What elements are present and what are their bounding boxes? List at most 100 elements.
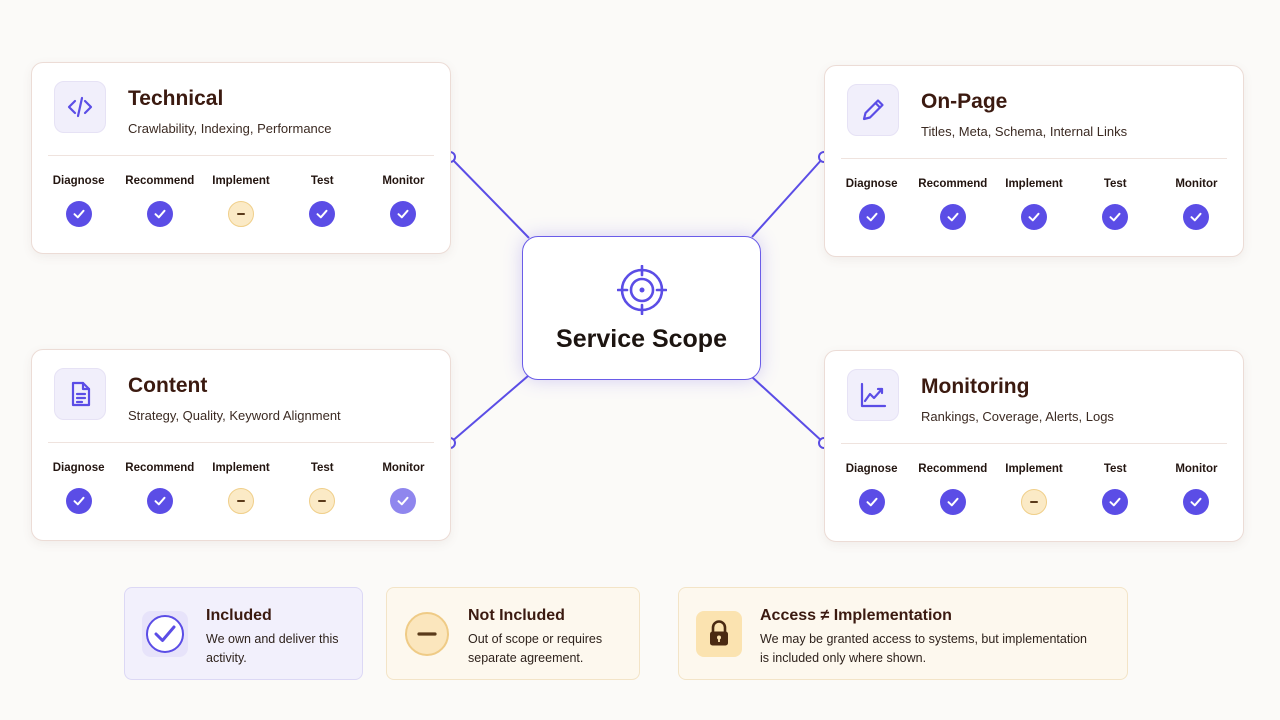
card-divider	[48, 442, 434, 443]
stage-label: Implement	[1005, 463, 1063, 475]
card-subtitle: Rankings, Coverage, Alerts, Logs	[921, 409, 1114, 424]
legend-title: Not Included	[468, 607, 565, 624]
legend-title: Included	[206, 607, 272, 624]
legend-included: Included We own and deliver this activit…	[124, 587, 363, 680]
lock-icon	[696, 611, 742, 657]
service-scope-hub: Service Scope	[522, 236, 761, 380]
stage-test: Test	[1075, 463, 1156, 515]
stage-implement: Implement	[993, 463, 1074, 515]
stage-implement: Implement	[993, 178, 1074, 230]
check-circle-icon	[939, 204, 966, 230]
stage-test: Test	[1075, 178, 1156, 230]
check-circle-icon	[939, 489, 966, 515]
stage-monitor: Monitor	[363, 175, 444, 227]
stage-implement: Implement	[200, 462, 281, 514]
stage-label: Recommend	[918, 463, 988, 475]
stage-diagnose: Diagnose	[38, 462, 119, 514]
stage-monitor: Monitor	[1156, 463, 1237, 515]
card-divider	[48, 155, 434, 156]
stage-monitor: Monitor	[1156, 178, 1237, 230]
check-circle-icon	[1102, 489, 1129, 515]
connector-monitoring	[751, 376, 825, 444]
code-icon	[54, 81, 106, 133]
stage-label: Diagnose	[845, 178, 898, 190]
stage-row: Diagnose Recommend Implement Test Monitor	[38, 462, 444, 514]
check-circle-icon	[142, 611, 188, 657]
card-divider	[841, 443, 1227, 444]
stage-label: Diagnose	[845, 463, 898, 475]
check-circle-icon	[146, 201, 173, 227]
stage-label: Test	[1103, 463, 1127, 475]
card-subtitle: Crawlability, Indexing, Performance	[128, 121, 332, 136]
check-circle-icon	[65, 201, 92, 227]
stage-row: Diagnose Recommend Implement Test Monitor	[831, 463, 1237, 515]
legend-description: We may be granted access to systems, but…	[760, 632, 1088, 665]
legend-access: Access ≠ Implementation We may be grante…	[678, 587, 1128, 680]
card-title: On-Page	[921, 90, 1008, 113]
target-icon	[616, 264, 668, 316]
stage-recommend: Recommend	[119, 462, 200, 514]
legend-not-included: Not Included Out of scope or requires se…	[386, 587, 640, 680]
stage-label: Diagnose	[52, 175, 105, 187]
check-circle-icon	[390, 488, 417, 514]
stage-label: Monitor	[1175, 178, 1218, 190]
stage-test: Test	[282, 175, 363, 227]
minus-circle-icon	[228, 201, 254, 227]
card-subtitle: Titles, Meta, Schema, Internal Links	[921, 124, 1128, 139]
stage-recommend: Recommend	[912, 463, 993, 515]
card-technical: Technical Crawlability, Indexing, Perfor…	[31, 62, 451, 254]
line-chart-icon	[847, 369, 899, 421]
card-content: Content Strategy, Quality, Keyword Align…	[31, 349, 451, 541]
stage-recommend: Recommend	[119, 175, 200, 227]
stage-label: Recommend	[125, 462, 195, 474]
stage-label: Monitor	[382, 462, 425, 474]
check-circle-icon	[858, 204, 885, 230]
check-circle-icon	[309, 201, 336, 227]
stage-diagnose: Diagnose	[38, 175, 119, 227]
card-subtitle: Strategy, Quality, Keyword Alignment	[128, 408, 341, 423]
check-circle-icon	[146, 488, 173, 514]
check-circle-icon	[1102, 204, 1129, 230]
minus-circle-icon	[309, 488, 336, 514]
stage-label: Test	[310, 175, 334, 187]
card-on-page: On-Page Titles, Meta, Schema, Internal L…	[824, 65, 1244, 257]
minus-circle-icon	[1021, 489, 1047, 515]
stage-label: Implement	[1005, 178, 1063, 190]
legend-description: We own and deliver this activity.	[206, 632, 339, 665]
stage-label: Implement	[212, 462, 270, 474]
stage-label: Test	[310, 462, 334, 474]
legend-title: Access ≠ Implementation	[760, 607, 952, 624]
check-circle-icon	[65, 488, 92, 514]
stage-label: Implement	[212, 175, 270, 187]
card-title: Monitoring	[921, 375, 1030, 398]
stage-row: Diagnose Recommend Implement Test Monitor	[831, 178, 1237, 230]
stage-diagnose: Diagnose	[831, 463, 912, 515]
stage-label: Monitor	[1175, 463, 1218, 475]
stage-diagnose: Diagnose	[831, 178, 912, 230]
stage-recommend: Recommend	[912, 178, 993, 230]
stage-row: Diagnose Recommend Implement Test Monitor	[38, 175, 444, 227]
stage-label: Recommend	[125, 175, 195, 187]
check-circle-icon	[390, 201, 417, 227]
document-icon	[54, 368, 106, 420]
minus-circle-icon	[228, 488, 254, 514]
hub-title: Service Scope	[556, 325, 727, 353]
connector-on-page	[751, 156, 825, 238]
connector-technical	[449, 156, 530, 239]
minus-circle-icon	[404, 611, 450, 657]
connector-content	[449, 375, 529, 444]
card-title: Content	[128, 374, 208, 397]
stage-label: Test	[1103, 178, 1127, 190]
stage-label: Diagnose	[52, 462, 105, 474]
check-circle-icon	[858, 489, 885, 515]
card-title: Technical	[128, 87, 224, 110]
stage-monitor: Monitor	[363, 462, 444, 514]
card-divider	[841, 158, 1227, 159]
card-monitoring: Monitoring Rankings, Coverage, Alerts, L…	[824, 350, 1244, 542]
stage-implement: Implement	[200, 175, 281, 227]
check-circle-icon	[1021, 204, 1047, 230]
stage-test: Test	[282, 462, 363, 514]
legend-description: Out of scope or requires separate agreem…	[468, 632, 603, 665]
check-circle-icon	[1183, 489, 1210, 515]
pencil-icon	[847, 84, 899, 136]
